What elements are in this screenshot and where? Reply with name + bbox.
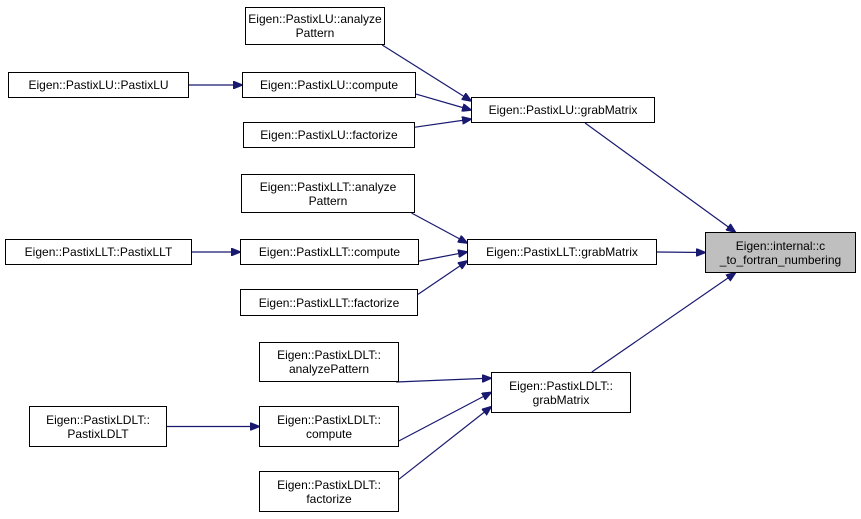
node-label-line: Eigen::internal::c <box>735 238 826 253</box>
node-label-line: Eigen::PastixLDLT:: <box>277 348 381 362</box>
edge-llt_analyze-to-llt_grab <box>411 212 467 243</box>
node-label-line: Eigen::PastixLU::factorize <box>260 128 398 142</box>
node-label-line: Pattern <box>308 193 348 208</box>
edge-llt_grab-to-root <box>656 252 705 253</box>
node-pastixlu-pastixlu[interactable]: Eigen::PastixLU::PastixLU <box>8 72 189 98</box>
node-label-line: _to_fortran_numbering <box>719 252 842 267</box>
node-label-line: Eigen::PastixLU::PastixLU <box>28 78 169 92</box>
node-label-line: Eigen::PastixLLT::compute <box>258 245 401 259</box>
edge-llt_factorize-to-llt_grab <box>417 261 467 295</box>
node-label-line: Eigen::PastixLU::compute <box>259 78 399 92</box>
edge-lu_analyze-to-lu_grab <box>381 44 471 101</box>
node-pastixllt-analyzepattern[interactable]: Eigen::PastixLLT::analyze Pattern <box>241 174 415 213</box>
node-label-line: analyzePattern <box>288 362 370 376</box>
node-label-line: Eigen::PastixLLT::factorize <box>258 295 400 310</box>
node-pastixllt-factorize[interactable]: Eigen::PastixLLT::factorize <box>240 289 418 316</box>
node-pastixldlt-grabmatrix[interactable]: Eigen::PastixLDLT:: grabMatrix <box>491 372 631 413</box>
node-pastixllt-grabmatrix[interactable]: Eigen::PastixLLT::grabMatrix <box>467 239 657 265</box>
node-pastixldlt-pastixldlt[interactable]: Eigen::PastixLDLT:: PastixLDLT <box>29 406 167 447</box>
node-label-line: PastixLDLT <box>67 426 129 441</box>
node-label-line: Eigen::PastixLLT::grabMatrix <box>486 245 638 259</box>
node-pastixlu-analyzepattern[interactable]: Eigen::PastixLU::analyze Pattern <box>245 7 385 45</box>
edge-ldlt_analyze-to-ldlt_grab <box>396 378 491 383</box>
edge-llt_compute-to-llt_grab <box>418 252 467 262</box>
node-pastixllt-compute[interactable]: Eigen::PastixLLT::compute <box>240 239 419 265</box>
node-pastixldlt-compute[interactable]: Eigen::PastixLDLT:: compute <box>259 406 399 447</box>
edge-lu_grab-to-root <box>584 122 735 232</box>
node-label-line: Eigen::PastixLLT::PastixLLT <box>24 245 173 259</box>
node-label-line: Eigen::PastixLLT::analyze <box>259 179 397 194</box>
node-label-line: Eigen::PastixLU::grabMatrix <box>488 103 638 117</box>
node-label-line: Eigen::PastixLDLT:: <box>46 412 150 427</box>
node-label-line: Eigen::PastixLDLT:: <box>277 412 381 427</box>
node-label-line: grabMatrix <box>532 392 590 407</box>
node-pastixlu-factorize[interactable]: Eigen::PastixLU::factorize <box>243 122 415 148</box>
edge-lu_compute-to-lu_grab <box>415 93 471 110</box>
node-c-to-fortran-numbering: Eigen::internal::c _to_fortran_numbering <box>705 232 856 273</box>
edge-ldlt_grab-to-root <box>591 273 735 373</box>
node-pastixlu-compute[interactable]: Eigen::PastixLU::compute <box>242 72 416 98</box>
node-label-line: Pattern <box>295 26 335 40</box>
node-label-line: Eigen::PastixLU::analyze <box>248 12 382 26</box>
node-label-line: Eigen::PastixLDLT:: <box>277 477 381 492</box>
node-label-line: compute <box>305 426 352 441</box>
edge-lu_factorize-to-lu_grab <box>414 119 471 128</box>
edge-ldlt_factorize-to-ldlt_grab <box>398 407 491 480</box>
node-pastixlu-grabmatrix[interactable]: Eigen::PastixLU::grabMatrix <box>471 97 655 123</box>
node-label-line: Eigen::PastixLDLT:: <box>509 378 613 393</box>
node-label-line: factorize <box>306 491 352 506</box>
node-pastixldlt-factorize[interactable]: Eigen::PastixLDLT:: factorize <box>259 471 399 512</box>
node-pastixldlt-analyzepattern[interactable]: Eigen::PastixLDLT:: analyzePattern <box>259 342 399 382</box>
edge-ldlt_compute-to-ldlt_grab <box>398 393 491 442</box>
node-pastixllt-pastixllt[interactable]: Eigen::PastixLLT::PastixLLT <box>5 239 192 265</box>
